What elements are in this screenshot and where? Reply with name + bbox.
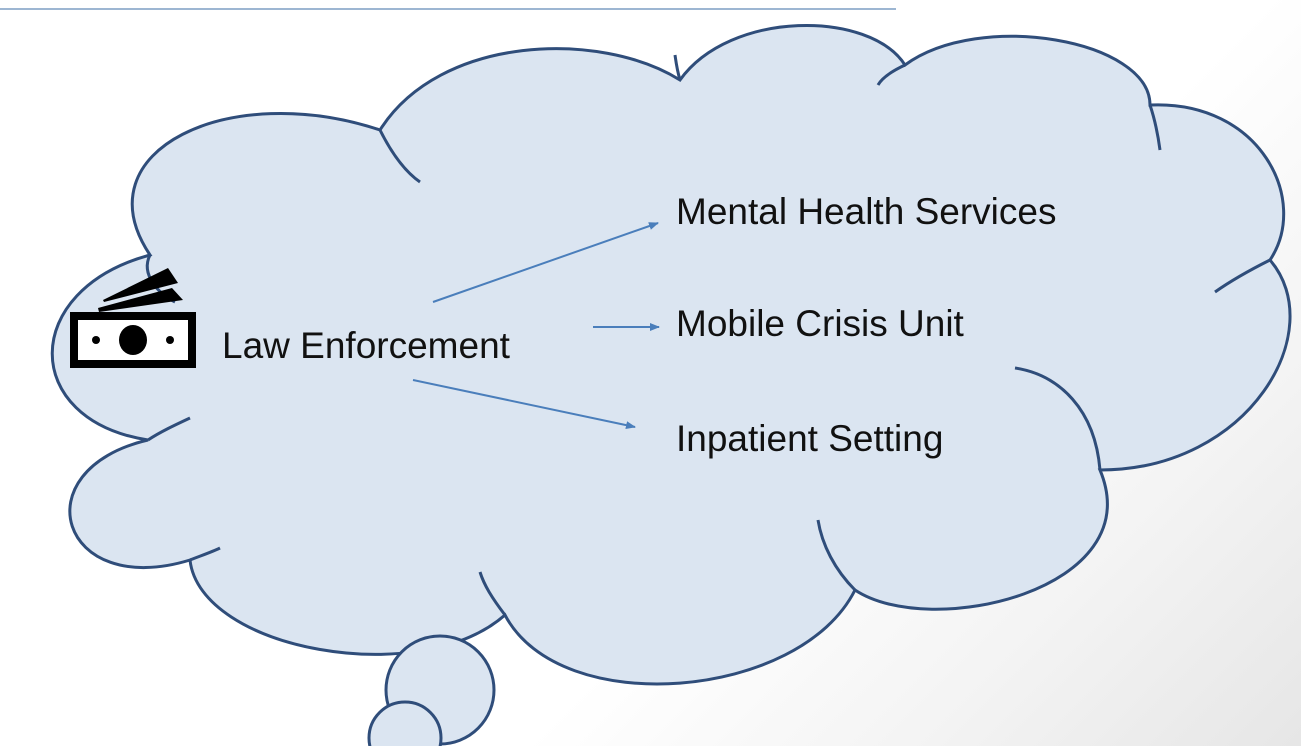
cloud-contour-upper-middle <box>673 54 682 81</box>
source-label: Law Enforcement <box>222 325 511 366</box>
cloud-contour-bottom-right <box>816 519 857 592</box>
cloud-contour-upper-left <box>378 129 421 184</box>
cloud-contour-right-top <box>1148 104 1162 151</box>
target-label-mobile-crisis-unit: Mobile Crisis Unit <box>676 303 965 344</box>
cloud-contour-right-lower <box>1014 366 1102 471</box>
cloud-contour-upper-right <box>876 63 906 86</box>
cloud-contour-right-middle <box>1214 258 1271 294</box>
thought-bubble-small <box>367 700 443 746</box>
cloud-contour-left-lower <box>147 416 191 442</box>
target-label-inpatient-setting: Inpatient Setting <box>676 418 943 459</box>
arrow-to-inpatient-setting <box>412 379 636 430</box>
money-icon <box>70 268 196 368</box>
cloud-contour-bottom-left <box>189 546 221 562</box>
top-divider <box>0 8 896 10</box>
cloud-contour-bottom-middle <box>478 571 507 616</box>
target-label-mental-health-services: Mental Health Services <box>676 191 1056 232</box>
arrow-to-mental-health-services <box>432 222 659 303</box>
